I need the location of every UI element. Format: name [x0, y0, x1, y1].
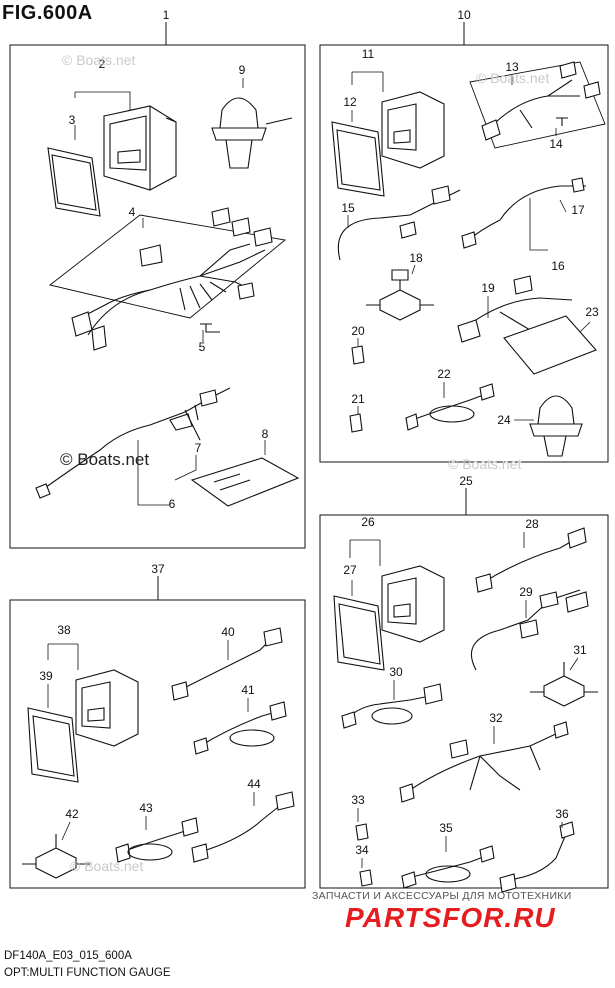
- callout-34: 34: [355, 843, 369, 857]
- callout-31: 31: [573, 643, 587, 657]
- callout-28: 28: [525, 517, 539, 531]
- group-25-parts: [333, 527, 598, 893]
- callout-5: 5: [199, 340, 206, 354]
- callout-8: 8: [262, 427, 269, 441]
- callout-15: 15: [341, 201, 355, 215]
- callout-11: 11: [362, 47, 375, 61]
- footer-code: DF140A_E03_015_600A: [4, 950, 132, 962]
- callout-13: 13: [505, 60, 519, 74]
- callout-35: 35: [439, 821, 453, 835]
- callout-32: 32: [489, 711, 503, 725]
- watermark-top-left: © Boats.net: [62, 52, 136, 68]
- callout-27: 27: [343, 563, 357, 577]
- group-1-frame: [9, 44, 306, 549]
- callout-18: 18: [409, 251, 423, 265]
- watermark-right-mid: © Boats.net: [448, 456, 522, 472]
- callout-42: 42: [65, 807, 79, 821]
- callout-43: 43: [139, 801, 153, 815]
- brand-logo-text[interactable]: PARTSFOR.RU: [345, 902, 556, 933]
- callout-19: 19: [481, 281, 495, 295]
- callout-1: 1: [163, 8, 170, 22]
- callout-40: 40: [221, 625, 235, 639]
- watermark-bottom: © Boats.net: [70, 858, 144, 874]
- callout-14: 14: [549, 137, 563, 151]
- callout-25: 25: [459, 474, 473, 488]
- callout-16: 16: [551, 259, 565, 273]
- callout-21: 21: [351, 392, 365, 406]
- callout-10: 10: [457, 8, 471, 22]
- callout-36: 36: [555, 807, 569, 821]
- group-25-frame: [319, 514, 609, 889]
- group-1-parts: [35, 97, 300, 507]
- callout-33: 33: [351, 793, 365, 807]
- callout-9: 9: [239, 63, 246, 77]
- group-37-frame: [9, 599, 306, 889]
- callout-41: 41: [241, 683, 255, 697]
- group-37-parts: [22, 627, 295, 879]
- group-10-frame: [319, 44, 609, 463]
- callout-38: 38: [57, 623, 71, 637]
- watermark-center: © Boats.net: [60, 450, 150, 469]
- callout-37: 37: [151, 562, 165, 576]
- callout-17: 17: [571, 203, 585, 217]
- footer-caption: OPT:MULTI FUNCTION GAUGE: [4, 967, 171, 979]
- callout-12: 12: [343, 95, 357, 109]
- promo-text: ЗАПЧАСТИ И АКСЕССУАРЫ ДЛЯ МОТОТЕХНИКИ: [312, 890, 572, 902]
- callout-39: 39: [39, 669, 53, 683]
- callout-20: 20: [351, 324, 365, 338]
- callout-2: 2: [99, 57, 106, 71]
- callout-24: 24: [497, 413, 511, 427]
- callout-22: 22: [437, 367, 451, 381]
- callout-23: 23: [585, 305, 599, 319]
- group-10-parts: [331, 61, 606, 457]
- callout-labels: 1 2 3 4 5 6 7 8 9 10 11 12 13 14 15 16 1…: [39, 8, 599, 857]
- watermark-top-right: © Boats.net: [476, 70, 550, 86]
- callout-4: 4: [129, 205, 136, 219]
- callout-29: 29: [519, 585, 533, 599]
- callout-3: 3: [69, 113, 76, 127]
- figure-title: FIG.600A: [2, 2, 93, 24]
- callout-26: 26: [361, 515, 375, 529]
- callout-30: 30: [389, 665, 403, 679]
- callout-6: 6: [169, 497, 176, 511]
- callout-7: 7: [195, 441, 202, 455]
- callout-44: 44: [247, 777, 261, 791]
